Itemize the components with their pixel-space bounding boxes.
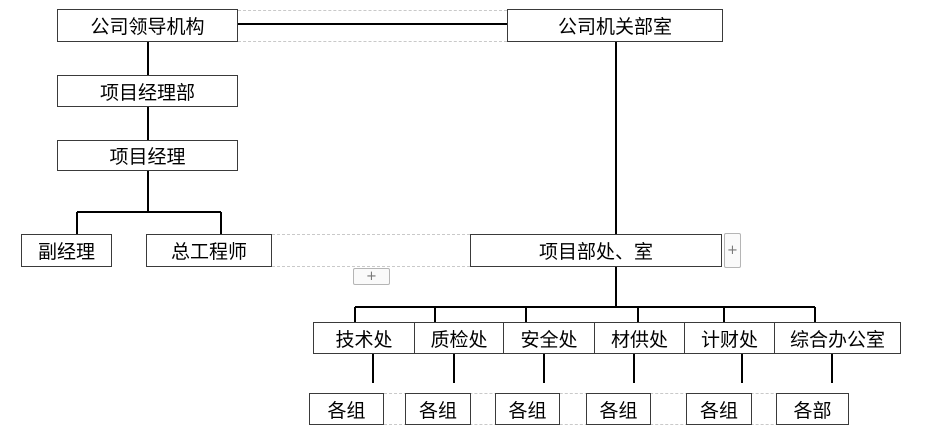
node-group[interactable]: 各组 — [309, 393, 384, 425]
node-group[interactable]: 各组 — [405, 393, 471, 425]
node-department[interactable]: 各部 — [776, 393, 849, 425]
node-material-division[interactable]: 材供处 — [594, 322, 685, 354]
node-quality-division[interactable]: 质检处 — [414, 322, 504, 354]
node-deputy-manager[interactable]: 副经理 — [21, 234, 112, 267]
guide-line — [272, 266, 470, 267]
guide-line — [238, 10, 507, 11]
guide-line — [272, 234, 470, 235]
node-project-manager[interactable]: 项目经理 — [57, 140, 238, 171]
guide-line — [238, 41, 507, 42]
node-group[interactable]: 各组 — [586, 393, 651, 425]
node-safety-division[interactable]: 安全处 — [503, 322, 595, 354]
expand-handle-right[interactable]: + — [724, 233, 741, 268]
node-leadership[interactable]: 公司领导机构 — [57, 9, 238, 42]
node-project-divisions[interactable]: 项目部处、室 — [470, 234, 722, 267]
node-finance-division[interactable]: 计财处 — [684, 322, 775, 354]
node-general-office[interactable]: 综合办公室 — [774, 322, 901, 354]
node-chief-engineer[interactable]: 总工程师 — [146, 234, 272, 267]
node-project-mgmt-dept[interactable]: 项目经理部 — [57, 75, 238, 107]
expand-handle-bottom[interactable]: + — [353, 268, 390, 285]
node-group[interactable]: 各组 — [495, 393, 560, 425]
node-tech-division[interactable]: 技术处 — [313, 322, 415, 354]
node-hq-departments[interactable]: 公司机关部室 — [507, 9, 723, 42]
node-group[interactable]: 各组 — [686, 393, 752, 425]
